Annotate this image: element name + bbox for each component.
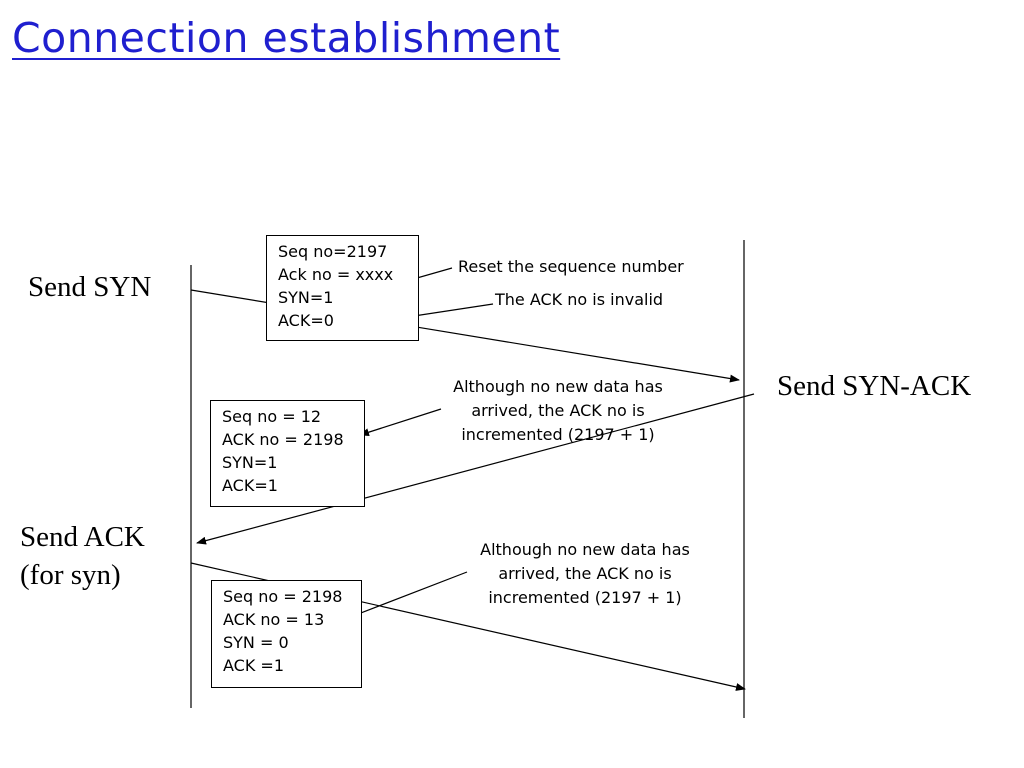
note-line: Although no new data has [453, 377, 663, 396]
packet-field: Seq no=2197 [278, 242, 388, 261]
packet-field: Seq no = 12 [222, 407, 322, 426]
note-line: arrived, the ACK no is [498, 564, 672, 583]
reset-seq-note: Reset the sequence number [458, 257, 684, 276]
increment-pointer-arrow-1 [359, 408, 442, 437]
send-ack-label-line2: (for syn) [20, 559, 121, 591]
packet-field: SYN=1 [278, 288, 334, 307]
packet-field: SYN=1 [222, 453, 278, 472]
packet-field: ACK=0 [278, 311, 334, 330]
note-line: Although no new data has [480, 540, 690, 559]
packet-field: Ack no = xxxx [278, 265, 394, 284]
packet-field: ACK no = 2198 [222, 430, 344, 449]
packet-field: Seq no = 2198 [223, 587, 343, 606]
send-syn-ack-label: Send SYN-ACK [777, 370, 972, 402]
send-syn-label: Send SYN [28, 271, 152, 303]
send-ack-label: Send ACK (for syn) [20, 518, 145, 594]
ack-invalid-note: The ACK no is invalid [495, 290, 664, 309]
increment-note-2: Although no new data has arrived, the AC… [465, 538, 705, 610]
packet-field: SYN = 0 [223, 633, 289, 652]
packet-field: ACK no = 13 [223, 610, 325, 629]
increment-note-1: Although no new data has arrived, the AC… [438, 375, 678, 447]
page-title: Connection establishment [12, 14, 561, 62]
send-ack-label-line1: Send ACK [20, 521, 145, 553]
note-line: incremented (2197 + 1) [461, 425, 655, 444]
note-line: incremented (2197 + 1) [488, 588, 682, 607]
syn-ack-message-arrow [196, 393, 755, 545]
packet-field: ACK=1 [222, 476, 278, 495]
packet-field: ACK =1 [223, 656, 284, 675]
ack-packet-box: Seq no = 2198 ACK no = 13 SYN = 0 ACK =1 [211, 580, 362, 688]
note-line: arrived, the ACK no is [471, 401, 645, 420]
syn-packet-box: Seq no=2197 Ack no = xxxx SYN=1 ACK=0 [266, 235, 419, 341]
syn-ack-packet-box: Seq no = 12 ACK no = 2198 SYN=1 ACK=1 [210, 400, 365, 507]
